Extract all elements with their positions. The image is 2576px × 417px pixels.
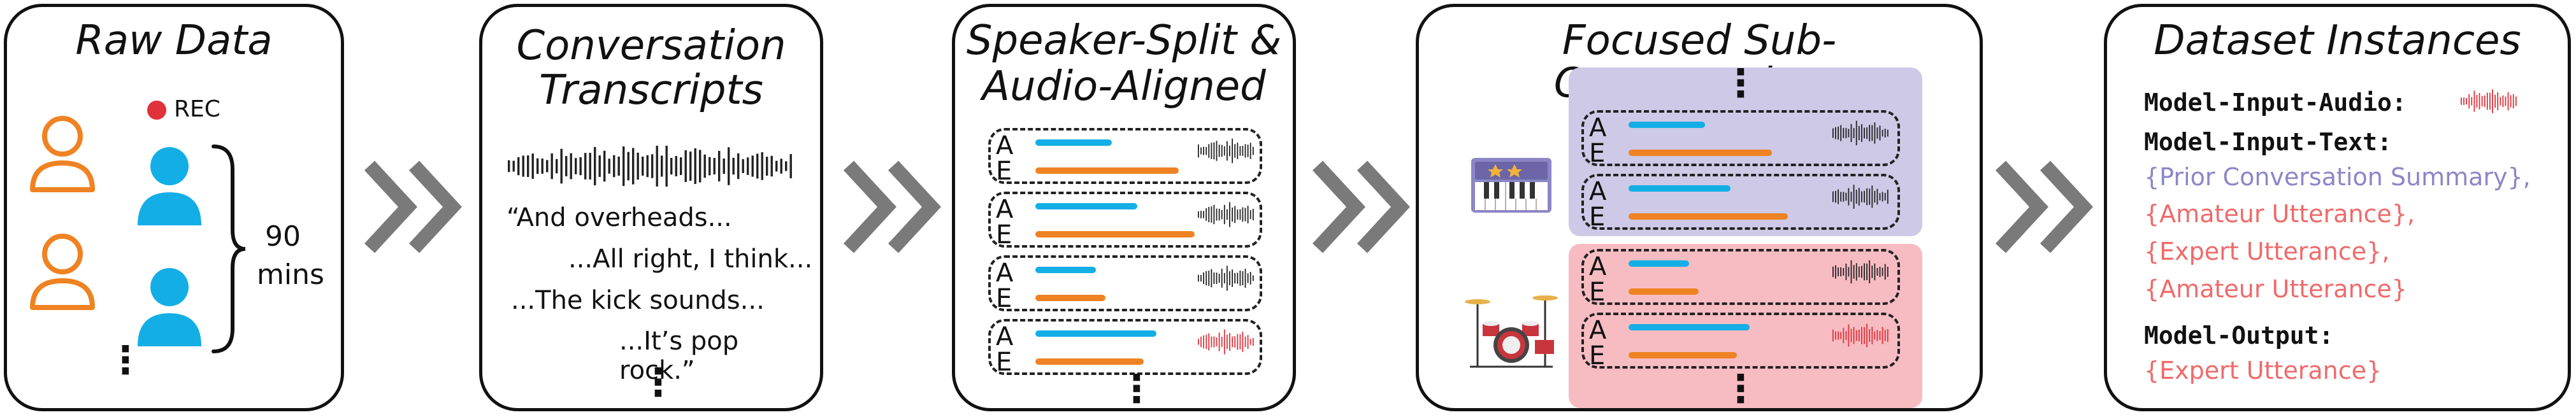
expert-bar bbox=[1035, 167, 1179, 174]
amateur-bar bbox=[1035, 203, 1137, 209]
speaker-e-label: E bbox=[996, 220, 1012, 250]
keyboard-icon bbox=[1471, 158, 1551, 213]
sub-conversation-segment: A E bbox=[1581, 313, 1900, 369]
waveform-icon bbox=[1198, 265, 1254, 291]
more-indicator: ⋮ bbox=[106, 338, 145, 383]
transcripts-title-line2: Transcripts bbox=[539, 67, 763, 114]
transcript-line: ...It’s pop rock.” bbox=[619, 327, 739, 385]
waveform-icon bbox=[1832, 120, 1889, 146]
aligned-segment: A E bbox=[988, 192, 1262, 248]
transcripts-panel: Conversation Transcripts “And overheads.… bbox=[479, 4, 823, 411]
speaker-e-label: E bbox=[1589, 139, 1606, 168]
person-icon bbox=[30, 116, 95, 192]
speaker-a-label: A bbox=[1589, 113, 1607, 143]
person-icon bbox=[138, 268, 201, 346]
speaker-e-label: E bbox=[1589, 341, 1606, 371]
duration-unit: mins bbox=[257, 258, 324, 291]
sub-conversation-segment: A E bbox=[1581, 110, 1900, 166]
transcript-line: ...All right, I think... bbox=[568, 244, 813, 274]
speaker-a-label: A bbox=[996, 322, 1014, 351]
waveform-icon bbox=[1832, 260, 1889, 284]
expert-bar bbox=[1629, 352, 1737, 358]
expert-bar bbox=[1629, 213, 1788, 220]
transcript-line: “And overheads... bbox=[507, 203, 732, 232]
amateur-utterance-item: {Amateur Utterance} bbox=[2144, 275, 2407, 303]
duration-brace bbox=[212, 145, 246, 353]
speaker-e-label: E bbox=[996, 157, 1012, 186]
speaker-a-label: A bbox=[996, 258, 1014, 288]
more-indicator: ⋮ bbox=[1722, 367, 1760, 411]
focused-panel: Focused Sub-Conversations ⋮ bbox=[1416, 4, 1983, 411]
amateur-bar bbox=[1035, 267, 1096, 273]
transcripts-title-line1: Conversation bbox=[516, 22, 786, 69]
waveform-icon bbox=[1198, 138, 1254, 164]
speaker-e-label: E bbox=[1589, 278, 1606, 307]
expert-bar bbox=[1035, 231, 1195, 237]
speaker-split-title-line1: Speaker-Split & bbox=[966, 17, 1282, 64]
dataset-title: Dataset Instances bbox=[2154, 17, 2521, 64]
sub-conversation-segment: A E bbox=[1581, 174, 1900, 230]
aligned-segment: A E bbox=[988, 319, 1262, 375]
chevron-arrow-icon bbox=[843, 160, 941, 253]
person-icon bbox=[30, 234, 95, 310]
output-value: {Expert Utterance} bbox=[2144, 357, 2382, 385]
sub-conversation-segment: A E bbox=[1581, 249, 1900, 305]
drum-kit-icon bbox=[1465, 295, 1558, 368]
waveform-icon bbox=[2461, 89, 2517, 113]
waveform-icon bbox=[1832, 323, 1889, 348]
amateur-utterance-item: {Amateur Utterance}, bbox=[2144, 200, 2415, 228]
duration-number: 90 bbox=[265, 220, 301, 253]
more-indicator: ⋮ bbox=[639, 360, 677, 405]
dataset-panel: Dataset Instances Model-Input-Audio: Mod… bbox=[2104, 4, 2571, 411]
speaker-a-label: A bbox=[1589, 316, 1607, 345]
speaker-split-title-line2: Audio-Aligned bbox=[982, 63, 1266, 110]
speaker-split-panel: Speaker-Split & Audio-Aligned A E A E A … bbox=[952, 4, 1296, 411]
record-dot-icon bbox=[147, 101, 166, 120]
output-label: Model-Output: bbox=[2144, 322, 2334, 350]
more-indicator: ⋮ bbox=[1722, 61, 1760, 106]
waveform-icon bbox=[508, 145, 792, 187]
amateur-bar bbox=[1629, 324, 1750, 330]
expert-bar bbox=[1035, 358, 1144, 365]
waveform-icon bbox=[1198, 329, 1254, 355]
speaker-a-label: A bbox=[996, 195, 1014, 224]
waveform-icon bbox=[1832, 185, 1889, 209]
transcript-line: ...The kick sounds... bbox=[511, 286, 765, 315]
chevron-arrow-icon bbox=[1312, 160, 1410, 253]
input-audio-label: Model-Input-Audio: bbox=[2144, 88, 2407, 117]
rec-label: REC bbox=[174, 96, 220, 122]
prior-summary-item: {Prior Conversation Summary}, bbox=[2144, 163, 2531, 191]
expert-bar bbox=[1629, 288, 1699, 295]
aligned-segment: A E bbox=[988, 255, 1262, 311]
expert-bar bbox=[1035, 295, 1105, 301]
input-text-label: Model-Input-Text: bbox=[2144, 128, 2392, 156]
speaker-a-label: A bbox=[1589, 252, 1607, 281]
speaker-e-label: E bbox=[996, 348, 1012, 377]
amateur-bar bbox=[1629, 260, 1689, 267]
aligned-segment: A E bbox=[988, 128, 1262, 184]
raw-data-title: Raw Data bbox=[75, 17, 273, 64]
speaker-e-label: E bbox=[996, 284, 1012, 313]
expert-bar bbox=[1629, 150, 1772, 156]
amateur-bar bbox=[1035, 139, 1112, 146]
chevron-arrow-icon bbox=[364, 160, 462, 253]
speaker-a-label: A bbox=[1589, 177, 1607, 206]
amateur-bar bbox=[1629, 185, 1731, 192]
speaker-a-label: A bbox=[996, 131, 1014, 160]
raw-data-panel: Raw Data REC 90 mins ⋮ bbox=[4, 4, 344, 411]
amateur-bar bbox=[1035, 330, 1156, 337]
speaker-e-label: E bbox=[1589, 202, 1606, 232]
more-indicator: ⋮ bbox=[1118, 367, 1156, 411]
waveform-icon bbox=[1198, 202, 1254, 227]
expert-utterance-item: {Expert Utterance}, bbox=[2144, 237, 2390, 265]
chevron-arrow-icon bbox=[1995, 160, 2093, 253]
amateur-bar bbox=[1629, 122, 1705, 128]
person-icon bbox=[138, 147, 201, 225]
